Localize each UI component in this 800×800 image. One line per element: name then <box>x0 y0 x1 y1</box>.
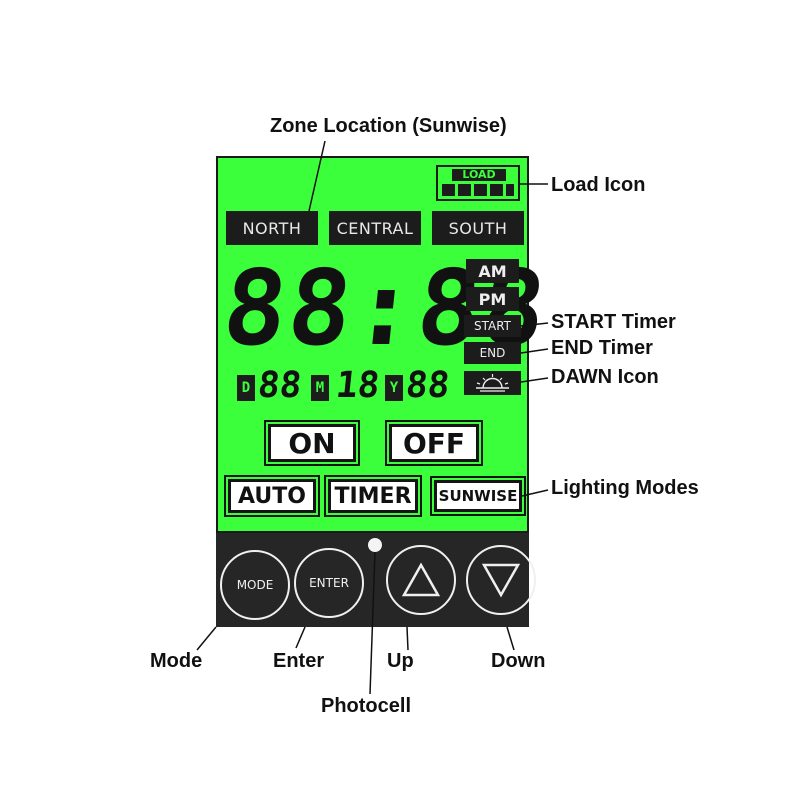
year-tag: Y <box>385 375 403 401</box>
load-icon: LOAD <box>436 165 520 201</box>
mode-label: Mode <box>150 650 203 672</box>
lighting-modes-label: Lighting Modes <box>551 477 699 499</box>
start-indicator: START <box>464 315 521 337</box>
photocell-label: Photocell <box>321 695 412 717</box>
mode-sunwise: SUNWISE <box>430 476 526 516</box>
zone-leader <box>308 140 326 212</box>
dawn-indicator <box>464 371 521 395</box>
day-tag: D <box>237 375 255 401</box>
month-tag: M <box>311 375 329 401</box>
up-button[interactable] <box>386 545 456 615</box>
mode-auto: AUTO <box>224 475 320 517</box>
photocell-sensor <box>368 538 382 552</box>
end-indicator: END <box>464 342 521 364</box>
down-label: Down <box>491 650 546 672</box>
photocell-leader <box>369 551 376 695</box>
down-leader <box>506 626 515 651</box>
mode-button[interactable]: MODE <box>220 550 290 620</box>
sunrise-icon <box>476 374 509 392</box>
enter-leader <box>295 626 306 649</box>
mode-timer: TIMER <box>324 475 422 517</box>
triangle-up-icon <box>401 562 441 597</box>
load-bar-1 <box>442 184 455 196</box>
load-bar-5 <box>506 184 514 196</box>
end-timer-label: END Timer <box>551 337 653 359</box>
start-timer-label: START Timer <box>551 311 676 333</box>
zone-central: CENTRAL <box>329 211 421 245</box>
mode-leader <box>196 626 217 651</box>
load-bar-3 <box>474 184 487 196</box>
down-button[interactable] <box>466 545 536 615</box>
load-bar-4 <box>490 184 503 196</box>
on-indicator: ON <box>264 420 360 466</box>
zone-north: NORTH <box>226 211 318 245</box>
am-indicator: AM <box>466 259 519 283</box>
modes-leader <box>521 489 549 497</box>
up-label: Up <box>387 650 414 672</box>
triangle-down-icon <box>481 563 521 598</box>
zone-location-label: Zone Location (Sunwise) <box>270 115 507 137</box>
end-leader <box>520 348 549 354</box>
off-indicator: OFF <box>385 420 483 466</box>
up-leader <box>406 626 409 651</box>
load-bar-2 <box>458 184 471 196</box>
dawn-leader <box>520 377 549 383</box>
zone-south: SOUTH <box>432 211 524 245</box>
dawn-icon-label: DAWN Icon <box>551 366 659 388</box>
enter-button[interactable]: ENTER <box>294 548 364 618</box>
enter-label: Enter <box>273 650 325 672</box>
load-text: LOAD <box>452 169 506 181</box>
pm-indicator: PM <box>466 287 519 311</box>
start-leader <box>520 322 549 327</box>
load-icon-label: Load Icon <box>551 174 646 196</box>
